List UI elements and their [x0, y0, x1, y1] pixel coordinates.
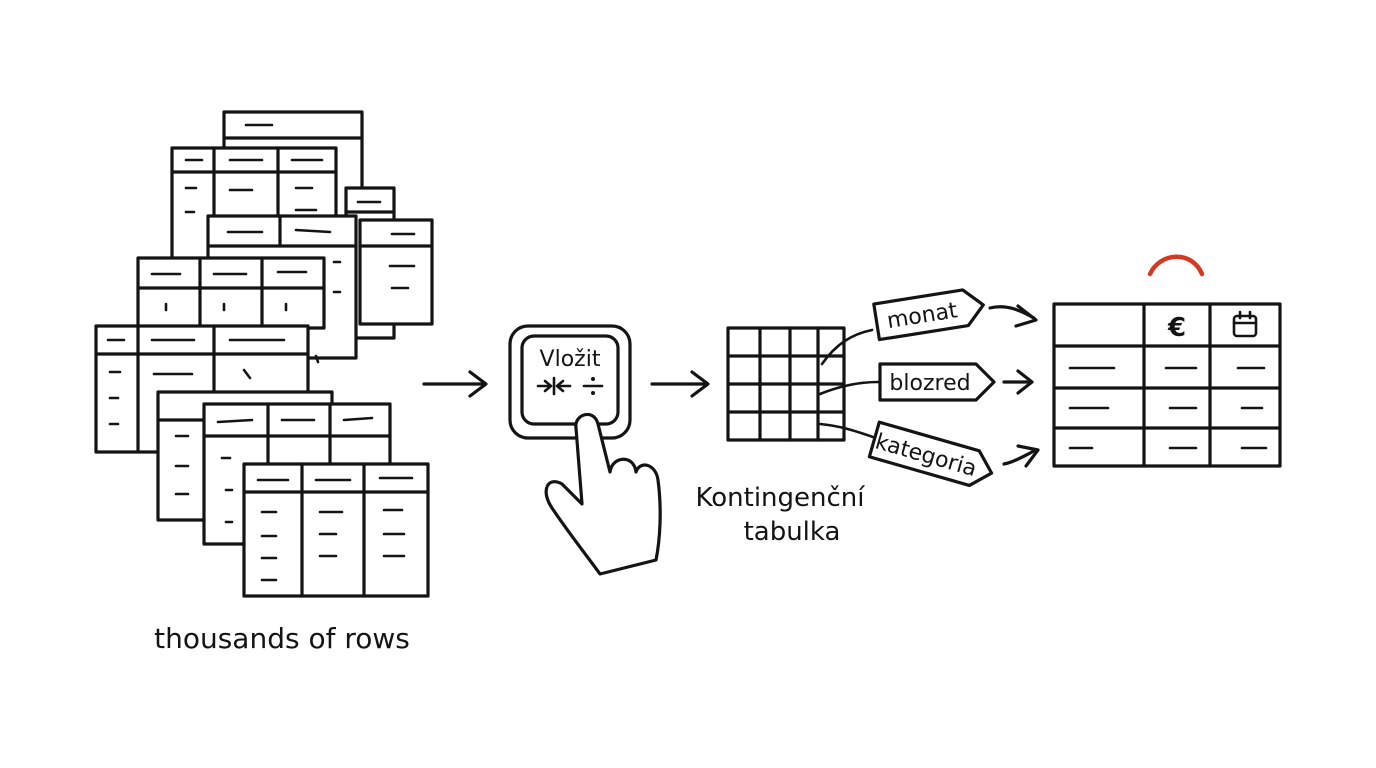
euro-icon: € [1167, 313, 1186, 343]
spreadsheet-stack [94, 110, 434, 598]
result-table: € [1052, 302, 1282, 468]
field-tag-blozred: blozred [878, 362, 996, 402]
arrow-to-pivot [650, 370, 710, 398]
spreadsheet-sheet [136, 256, 326, 330]
divide-icon [582, 377, 604, 395]
source-label: thousands of rows [154, 622, 410, 655]
field-tag-monat: monat [872, 288, 985, 342]
merge-arrows-icon [536, 376, 572, 396]
arrow-to-result [1002, 444, 1040, 468]
connector-line [818, 380, 880, 396]
insert-key-button: Vložit [508, 324, 632, 440]
connector-line [820, 328, 874, 366]
arrow-to-button [422, 370, 488, 398]
field-tag-kategoria: kategoria [867, 420, 994, 488]
highlight-arc [1147, 254, 1205, 277]
arrow-to-result [988, 304, 1038, 328]
pivot-label-line2: tabulka [744, 517, 841, 547]
arrow-to-result [1002, 369, 1034, 395]
pointing-hand-icon [544, 412, 662, 576]
tag-label: blozred [889, 371, 970, 396]
button-label: Vložit [540, 347, 601, 372]
calendar-icon [1232, 310, 1258, 338]
pivot-grid [726, 326, 846, 442]
spreadsheet-sheet [358, 218, 434, 326]
pivot-label-line1: Kontingenční [695, 483, 865, 513]
connector-line [818, 422, 878, 440]
spreadsheet-sheet [242, 462, 430, 598]
